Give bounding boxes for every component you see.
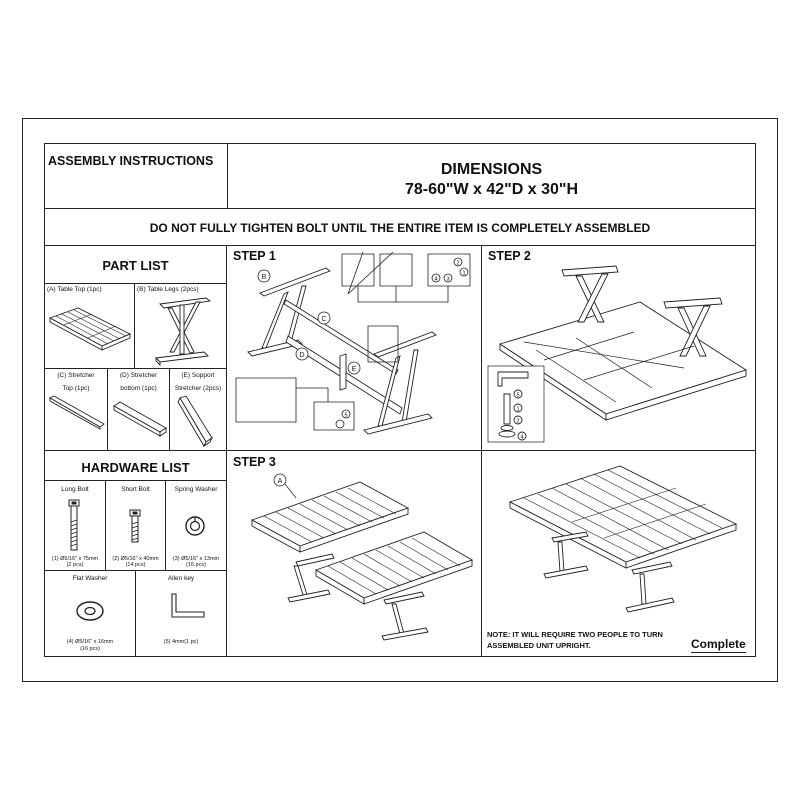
table-legs-part-drawing: [150, 296, 220, 366]
part-b-label: (B) Table Legs (2pcs): [137, 286, 199, 293]
complete-panel: [481, 450, 756, 657]
step1-callout-c: C: [321, 316, 326, 323]
step3-assembly-drawing: A: [232, 470, 478, 650]
part-list-title: PART LIST: [102, 258, 169, 273]
flat-washer-spec: (4) Ø5/16" x 16mm: [66, 639, 114, 645]
step1-hardware-ref: 5: [344, 413, 347, 419]
spring-washer-name: Spring Washer: [174, 486, 218, 493]
step2-hardware-ref: 1: [516, 407, 519, 413]
spring-washer-spec: (3) Ø5/16" x 13mm: [172, 556, 220, 562]
step1-hardware-ref: 3: [446, 277, 449, 283]
short-bolt-icon: [127, 510, 143, 544]
spring-washer-icon: [184, 515, 206, 537]
step2-title: STEP 2: [488, 249, 531, 263]
step2-assembly-drawing: 5 1 2 4: [484, 262, 754, 448]
long-bolt-qty: (2 pcs): [66, 562, 84, 568]
stretcher-top-part-drawing: [48, 396, 106, 430]
warning-text: DO NOT FULLY TIGHTEN BOLT UNTIL THE ENTI…: [149, 221, 651, 235]
dimensions-title: DIMENSIONS: [440, 161, 543, 178]
part-d-label-line2: bottom (1pc): [120, 385, 157, 392]
step1-hardware-ref: 4: [434, 277, 437, 283]
part-d-label-line1: (D) Stretcher: [119, 372, 158, 379]
allen-key-icon: [166, 592, 206, 622]
complete-note-line2: ASSEMBLED UNIT UPRIGHT.: [487, 641, 591, 650]
part-c-label-line1: (C) Stretcher: [57, 372, 95, 379]
step1-callout-d: D: [299, 352, 304, 359]
table-top-part-drawing: [48, 306, 132, 360]
flat-washer-icon: [75, 600, 105, 622]
hardware-list-title: HARDWARE LIST: [81, 460, 190, 475]
step1-hardware-ref: 1: [462, 271, 465, 277]
part-e-label-line1: (E) Sopport: [181, 372, 215, 379]
long-bolt-icon: [66, 500, 82, 552]
allen-key-spec: (5) 4mm(1 pc): [163, 639, 199, 645]
hardware-allen-key-cell: [135, 570, 227, 657]
step3-callout-a: A: [278, 478, 283, 485]
step2-hardware-ref: 5: [516, 393, 519, 399]
step3-title: STEP 3: [233, 455, 276, 469]
stretcher-bottom-part-drawing: [112, 402, 168, 438]
part-a-label: (A) Table Top (1pc): [47, 286, 102, 293]
step1-callout-e: E: [352, 366, 357, 373]
header-title-cell: [44, 143, 228, 209]
spring-washer-qty: (16 pcs): [186, 562, 206, 568]
long-bolt-name: Long Bolt: [61, 486, 89, 493]
long-bolt-spec: (1) Ø5/16" x 75mm: [51, 556, 99, 562]
flat-washer-name: Flat Washer: [72, 575, 108, 582]
step2-hardware-ref: 4: [520, 435, 523, 441]
short-bolt-qty: (14 pcs): [125, 562, 146, 568]
part-c-label-line2: Top (1pc): [62, 385, 90, 392]
step1-title: STEP 1: [233, 249, 276, 263]
step1-hardware-ref: 2: [456, 261, 459, 267]
part-e-cell: [169, 368, 227, 451]
step1-assembly-drawing: B C D E 21 4 3 5: [228, 248, 480, 448]
step1-callout-b: B: [262, 274, 267, 281]
allen-key-name: Allen key: [167, 575, 195, 582]
assembly-instructions-title: ASSEMBLY INSTRUCTIONS: [48, 154, 214, 168]
complete-note-line1: NOTE: IT WILL REQUIRE TWO PEOPLE TO TURN: [487, 630, 663, 639]
completed-table-drawing: [500, 462, 746, 622]
short-bolt-spec: (2) Ø5/16" x 40mm: [112, 556, 159, 562]
dimensions-value: 78-60"W x 42"D x 30"H: [404, 181, 579, 198]
support-stretcher-part-drawing: [176, 396, 218, 448]
step2-hardware-ref: 2: [516, 419, 519, 425]
instruction-sheet: [22, 118, 778, 682]
flat-washer-qty: (16 pcs): [80, 646, 100, 652]
complete-label: Complete: [691, 637, 746, 653]
short-bolt-name: Short Bolt: [121, 486, 150, 493]
part-e-label-line2: Stretcher (2pcs): [174, 385, 222, 392]
